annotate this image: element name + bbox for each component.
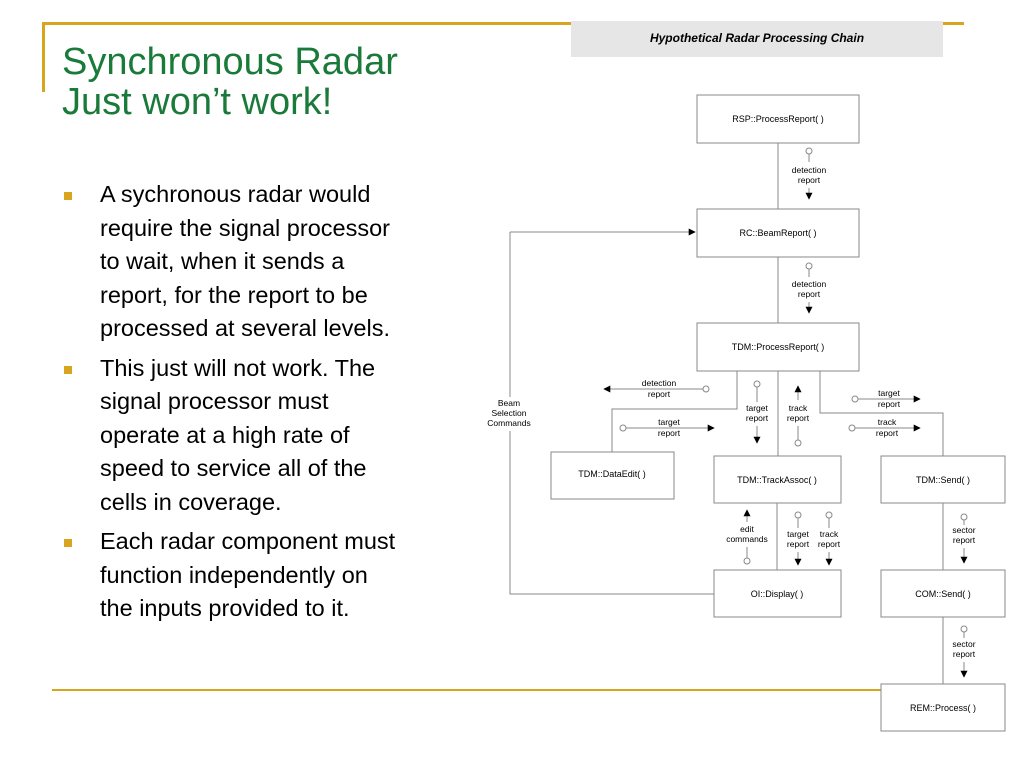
box-label: OI::Display( ) xyxy=(751,589,804,599)
box-tdm-data-edit: TDM::DataEdit( ) xyxy=(550,451,675,500)
box-rc-beam-report: RC::BeamReport( ) xyxy=(696,208,860,258)
svg-text:target: target xyxy=(787,529,809,539)
square-bullet-icon xyxy=(64,192,72,200)
flow-target-report-send: target report xyxy=(851,388,921,409)
flow-track-report-display: track report xyxy=(818,511,841,566)
square-bullet-icon xyxy=(64,539,72,547)
flow-detection-report-1: detection report xyxy=(792,147,827,200)
svg-text:report: report xyxy=(798,289,821,299)
square-bullet-icon xyxy=(64,365,72,374)
bullet-line: to wait, when it sends a xyxy=(100,248,345,274)
bullet-item: Each radar component must function indep… xyxy=(62,525,472,626)
flow-target-report-trackassoc: target report xyxy=(746,380,769,444)
flow-track-report-trackassoc: track report xyxy=(787,385,810,447)
svg-text:report: report xyxy=(787,539,810,549)
box-label: TDM::ProcessReport( ) xyxy=(732,342,825,352)
bullet-line: operate at a high rate of xyxy=(100,421,350,448)
box-oi-display: OI::Display( ) xyxy=(713,569,842,618)
svg-text:report: report xyxy=(953,535,976,545)
svg-text:report: report xyxy=(876,428,899,438)
box-label: TDM::Send( ) xyxy=(916,475,970,485)
bullet-line: A sychronous radar would xyxy=(100,181,371,207)
title-line-1: Synchronous Radar xyxy=(62,41,398,83)
box-label: RC::BeamReport( ) xyxy=(739,228,816,238)
bullet-list: A sychronous radar would require the sig… xyxy=(62,178,472,632)
flow-sector-report-2: sector report xyxy=(952,625,976,678)
bullet-item: This just will not work. The signal proc… xyxy=(62,352,472,520)
svg-text:report: report xyxy=(953,649,976,659)
top-rule xyxy=(44,22,964,25)
connector-process-dataedit xyxy=(611,371,738,452)
bullet-line: require the signal processor xyxy=(100,214,390,241)
title-line-2: Just won’t work! xyxy=(62,81,333,123)
svg-text:sector: sector xyxy=(952,639,975,649)
bullet-line: processed at several levels. xyxy=(100,315,390,341)
beam-selection-loop xyxy=(509,232,714,595)
svg-text:Selection: Selection xyxy=(492,408,527,418)
box-rsp-process-report: RSP::ProcessReport( ) xyxy=(696,94,860,144)
flow-track-report-send: track report xyxy=(848,417,921,438)
svg-text:report: report xyxy=(648,389,671,399)
svg-text:report: report xyxy=(798,175,821,185)
bullet-line: speed to service all of the xyxy=(100,455,367,481)
svg-text:report: report xyxy=(818,539,841,549)
bullet-line: Each radar component must xyxy=(100,528,396,554)
svg-text:Beam: Beam xyxy=(498,398,520,408)
svg-text:target: target xyxy=(878,388,900,398)
flow-target-report-display: target report xyxy=(787,511,810,566)
svg-text:track: track xyxy=(789,403,808,413)
box-label: TDM::DataEdit( ) xyxy=(578,469,646,479)
svg-text:commands: commands xyxy=(726,534,768,544)
beam-selection-label: Beam Selection Commands xyxy=(482,397,538,431)
flow-edit-commands: edit commands xyxy=(726,509,768,565)
svg-text:target: target xyxy=(658,417,680,427)
svg-text:report: report xyxy=(658,428,681,438)
bottom-rule xyxy=(52,689,976,691)
slide-title: Synchronous Radar Just won’t work! xyxy=(62,42,398,122)
box-tdm-process-report: TDM::ProcessReport( ) xyxy=(696,322,860,372)
box-label: REM::Process( ) xyxy=(910,703,976,713)
svg-text:edit: edit xyxy=(740,524,754,534)
bullet-line: cells in coverage. xyxy=(100,488,282,515)
box-rem-process: REM::Process( ) xyxy=(880,683,1006,732)
svg-text:detection: detection xyxy=(642,378,677,388)
svg-text:target: target xyxy=(746,403,768,413)
svg-text:sector: sector xyxy=(952,525,975,535)
bullet-item: A sychronous radar would require the sig… xyxy=(62,178,472,346)
diagram-caption: Hypothetical Radar Processing Chain xyxy=(571,21,943,57)
flow-detection-report-3: detection report xyxy=(603,378,710,399)
connector-process-send xyxy=(819,371,944,456)
left-rule xyxy=(42,22,45,92)
flow-target-report-dataedit: target report xyxy=(619,417,715,438)
bullet-line: report, for the report to be xyxy=(100,281,368,308)
svg-text:track: track xyxy=(820,529,839,539)
bullet-line: signal processor must xyxy=(100,388,329,414)
flow-detection-report-2: detection report xyxy=(792,262,827,314)
svg-text:detection: detection xyxy=(792,279,827,289)
svg-text:detection: detection xyxy=(792,165,827,175)
svg-text:report: report xyxy=(746,413,769,423)
flow-sector-report-1: sector report xyxy=(952,513,976,564)
box-label: TDM::TrackAssoc( ) xyxy=(737,475,817,485)
box-com-send: COM::Send( ) xyxy=(880,569,1006,618)
svg-text:report: report xyxy=(878,399,901,409)
bullet-line: function independently on xyxy=(100,561,368,588)
box-tdm-track-assoc: TDM::TrackAssoc( ) xyxy=(713,455,842,504)
box-label: COM::Send( ) xyxy=(915,589,971,599)
svg-text:Commands: Commands xyxy=(487,418,530,428)
box-label: RSP::ProcessReport( ) xyxy=(732,114,824,124)
svg-text:track: track xyxy=(878,417,897,427)
box-tdm-send: TDM::Send( ) xyxy=(880,455,1006,504)
svg-text:report: report xyxy=(787,413,810,423)
bullet-line: the inputs provided to it. xyxy=(100,595,350,621)
bullet-line: This just will not work. The xyxy=(100,354,376,381)
